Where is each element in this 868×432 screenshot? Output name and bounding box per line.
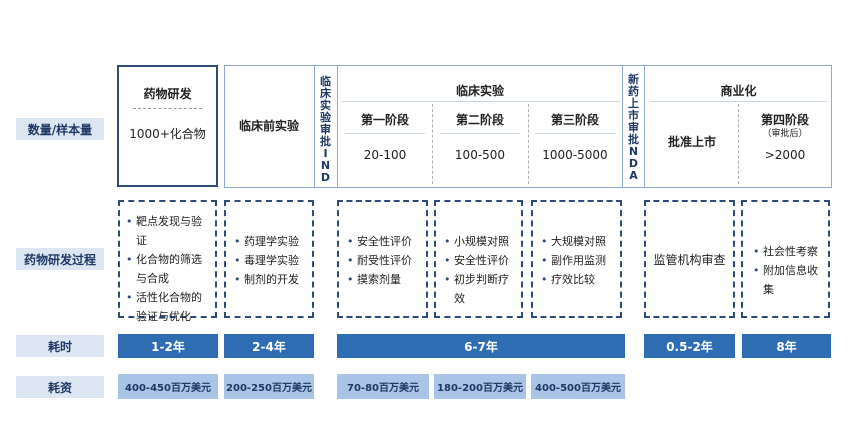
- stage-nda-title: 新药上市审批NDA: [628, 73, 639, 182]
- process-phase1-list: 安全性评价 耐受性评价 摸索剂量: [347, 232, 422, 289]
- phase3-title: 第三阶段: [550, 113, 599, 127]
- stage-discovery-title: 药物研发: [143, 87, 192, 101]
- list-item: 活性化合物的验证与优化: [126, 288, 211, 326]
- cost-phase1: 70-80百万美元: [337, 374, 429, 399]
- phase4-title: 第四阶段: [760, 113, 809, 127]
- phase2-title: 第二阶段: [455, 113, 504, 127]
- list-item: 小规模对照: [444, 232, 517, 251]
- list-item: 副作用监测: [541, 251, 616, 270]
- list-item: 附加信息收集: [753, 261, 826, 299]
- phase3-quantity: 1000-5000: [542, 148, 608, 162]
- process-discovery-list: 靶点发现与验证 化合物的筛选与合成 活性化合物的验证与优化: [126, 212, 211, 326]
- process-preclinical-list: 药理学实验 毒理学实验 制剂的开发: [234, 232, 308, 289]
- list-item: 社会性考察: [753, 242, 826, 261]
- stage-preclinical-title: 临床前实验: [238, 119, 299, 133]
- row-label-quantity: 数量/样本量: [16, 118, 104, 140]
- list-item: 药理学实验: [234, 232, 308, 251]
- time-preclinical: 2-4年: [224, 334, 314, 358]
- process-approval-box: 监管机构审查: [644, 200, 735, 318]
- stage-commercial-title: 商业化: [720, 84, 757, 98]
- row-label-time: 耗时: [16, 335, 104, 357]
- divider: [342, 101, 620, 102]
- stage-ind-title: 临床实验审批IND: [320, 75, 331, 184]
- divider: [738, 104, 739, 184]
- divider: [133, 108, 202, 109]
- list-item: 化合物的筛选与合成: [126, 250, 211, 288]
- list-item: 大规模对照: [541, 232, 616, 251]
- process-discovery-box: 靶点发现与验证 化合物的筛选与合成 活性化合物的验证与优化: [118, 200, 217, 323]
- process-phase3-list: 大规模对照 副作用监测 疗效比较: [541, 232, 616, 289]
- time-discovery: 1-2年: [118, 334, 218, 358]
- phase4-quantity: >2000: [764, 148, 806, 162]
- list-item: 靶点发现与验证: [126, 212, 211, 250]
- process-phase4-list: 社会性考察 附加信息收集: [753, 242, 826, 299]
- cost-preclinical: 200-250百万美元: [224, 374, 314, 399]
- cost-phase2: 180-200百万美元: [434, 374, 526, 399]
- stages-frame: [224, 65, 832, 188]
- phase4-note: （审批后）: [762, 129, 808, 139]
- phase2-quantity: 100-500: [454, 148, 506, 162]
- time-approval: 0.5-2年: [644, 334, 735, 358]
- approval-title: 批准上市: [667, 135, 716, 149]
- divider: [345, 133, 425, 134]
- list-item: 制剂的开发: [234, 270, 308, 289]
- process-preclinical-box: 药理学实验 毒理学实验 制剂的开发: [224, 200, 314, 318]
- list-item: 毒理学实验: [234, 251, 308, 270]
- time-clinical: 6-7年: [337, 334, 625, 358]
- stage-nda-band: 新药上市审批NDA: [622, 65, 645, 188]
- process-phase3-box: 大规模对照 副作用监测 疗效比较: [531, 200, 622, 318]
- row-label-process: 药物研发过程: [16, 248, 104, 270]
- list-item: 耐受性评价: [347, 251, 422, 270]
- process-approval-text: 监管机构审查: [653, 252, 726, 267]
- stage-ind-band: 临床实验审批IND: [314, 65, 338, 188]
- process-phase1-box: 安全性评价 耐受性评价 摸索剂量: [337, 200, 428, 318]
- list-item: 摸索剂量: [347, 270, 422, 289]
- process-phase2-list: 小规模对照 安全性评价 初步判断疗效: [444, 232, 517, 308]
- process-phase2-box: 小规模对照 安全性评价 初步判断疗效: [434, 200, 523, 318]
- time-phase4: 8年: [742, 334, 831, 358]
- cost-phase3: 400-500百万美元: [531, 374, 625, 399]
- row-label-cost: 耗资: [16, 376, 104, 398]
- divider: [650, 101, 827, 102]
- cost-discovery: 400-450百万美元: [118, 374, 218, 399]
- stage-discovery-quantity: 1000+化合物: [129, 127, 206, 141]
- phase1-quantity: 20-100: [363, 148, 407, 162]
- list-item: 初步判断疗效: [444, 270, 517, 308]
- list-item: 安全性评价: [347, 232, 422, 251]
- stage-clinical-title: 临床实验: [455, 84, 504, 98]
- divider: [528, 104, 529, 184]
- list-item: 疗效比较: [541, 270, 616, 289]
- phase1-title: 第一阶段: [360, 113, 409, 127]
- stage-discovery-box: 药物研发 1000+化合物: [117, 65, 218, 187]
- divider: [535, 133, 615, 134]
- divider: [440, 133, 520, 134]
- divider: [432, 104, 433, 184]
- process-phase4-box: 社会性考察 附加信息收集: [741, 200, 830, 318]
- list-item: 安全性评价: [444, 251, 517, 270]
